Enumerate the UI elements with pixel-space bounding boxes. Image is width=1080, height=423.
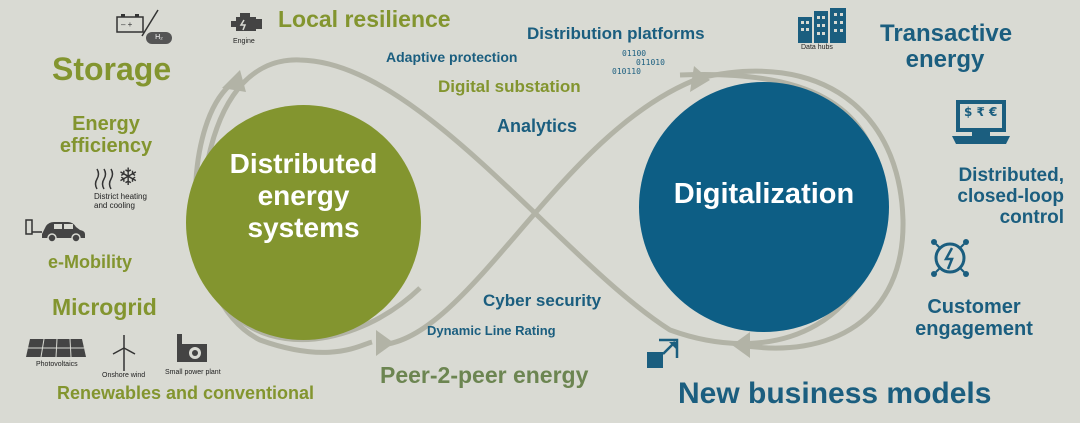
analytics-label: Analytics xyxy=(497,116,578,136)
control-gear-icon xyxy=(931,239,969,277)
wind-turbine-icon xyxy=(112,335,136,371)
closed-loop-line-3: control xyxy=(999,206,1064,228)
cyber-security-label: Cyber security xyxy=(483,291,602,310)
circle-label-line-3: systems xyxy=(247,212,360,244)
engine-icon xyxy=(231,13,262,31)
energy-efficiency-label: Energy efficiency xyxy=(48,113,164,157)
emobility-label: e-Mobility xyxy=(48,252,132,272)
energy-efficiency-line-1: Energy xyxy=(72,113,140,135)
binary-line-3: 010110 xyxy=(612,66,641,76)
photovoltaics-label: Photovoltaics xyxy=(36,361,78,368)
snowflake-icon: ❄ xyxy=(118,163,139,191)
binary-line-2: 011010 xyxy=(636,57,665,67)
battery-icon: – + xyxy=(116,14,144,33)
new-business-models-label: New business models xyxy=(678,377,992,410)
expand-arrow-icon xyxy=(647,338,679,368)
binary-code: 01100 011010 010110 xyxy=(612,49,665,76)
customer-engagement-label: Customer engagement xyxy=(904,296,1044,340)
arrow-head-top-left xyxy=(222,70,246,92)
district-heating-label: District heating and cooling xyxy=(94,192,147,211)
loop-path-cross xyxy=(379,75,701,348)
distributed-energy-circle xyxy=(186,105,421,340)
local-resilience-label: Local resilience xyxy=(278,6,451,32)
adaptive-protection-label: Adaptive protection xyxy=(386,49,518,65)
engine-label: Engine xyxy=(233,38,255,45)
loop-path-right xyxy=(699,68,906,351)
transactive-energy-label: Transactive energy xyxy=(880,20,1013,74)
loop-path-upper xyxy=(193,83,373,355)
closed-loop-line-1: Distributed, xyxy=(958,165,1064,186)
arrow-head-bottom-left xyxy=(376,330,394,356)
dynamic-line-rating-label: Dynamic Line Rating xyxy=(427,323,556,338)
heat-waves-icon xyxy=(94,168,114,190)
circle-label-line-1: Distributed xyxy=(229,148,378,179)
district-heating-line-2: and cooling xyxy=(94,200,135,210)
power-plant-icon xyxy=(177,334,207,362)
digitalization-label: Digitalization xyxy=(673,178,855,210)
hydrogen-tank-icon: H₂ xyxy=(146,32,172,44)
closed-loop-control-label: Distributed, closed-loop control xyxy=(918,165,1064,229)
energy-efficiency-line-2: efficiency xyxy=(59,135,153,157)
transactive-line-2: energy xyxy=(905,46,985,74)
arrow-head-top-right xyxy=(690,66,710,92)
binary-line-1: 01100 xyxy=(622,49,647,58)
district-heating-line-1: District heating xyxy=(94,192,147,201)
onshore-wind-label: Onshore wind xyxy=(102,372,146,379)
closed-loop-line-2: closed-loop xyxy=(957,185,1064,207)
renewables-label: Renewables and conventional xyxy=(57,383,315,403)
electric-car-icon xyxy=(25,219,85,243)
digital-substation-label: Digital substation xyxy=(438,77,581,96)
small-power-plant-label: Small power plant xyxy=(165,369,221,376)
arrow-head-bottom-right xyxy=(732,332,750,358)
money-symbols: $ ₹ € xyxy=(964,105,998,119)
transactive-line-1: Transactive xyxy=(880,20,1013,47)
solar-panel-icon xyxy=(26,338,86,358)
storage-label: Storage xyxy=(52,51,172,87)
microgrid-label: Microgrid xyxy=(52,294,157,320)
svg-text:– +: – + xyxy=(121,20,133,29)
payment-terminal-icon xyxy=(952,100,1010,144)
customer-line-2: engagement xyxy=(915,318,1033,340)
customer-line-1: Customer xyxy=(927,296,1021,318)
slash-divider-icon xyxy=(141,9,159,37)
peer-to-peer-label: Peer-2-peer energy xyxy=(380,362,589,388)
distribution-platforms-label: Distribution platforms xyxy=(527,24,705,43)
digitalization-circle xyxy=(639,82,889,332)
data-hubs-label: Data hubs xyxy=(801,44,833,51)
circle-label-line-2: energy xyxy=(257,180,350,212)
distributed-energy-label: Distributed energy systems xyxy=(196,148,411,245)
data-hubs-icon xyxy=(798,8,846,43)
